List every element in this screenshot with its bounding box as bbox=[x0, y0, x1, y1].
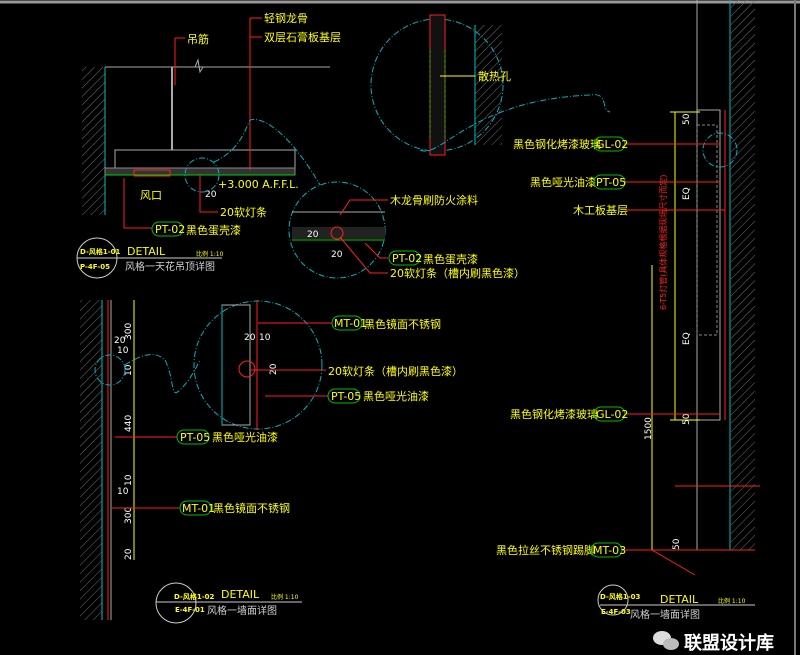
title-detail: DETAIL bbox=[127, 245, 166, 258]
detail-1-zoom-top: 散热孔 bbox=[370, 14, 611, 156]
dim-eq2: EQ bbox=[682, 332, 692, 345]
dim-b: 20 bbox=[331, 250, 343, 260]
zoom-mt01-code: MT-01 bbox=[334, 317, 367, 330]
title-sheet: P-4F-05 bbox=[80, 263, 110, 271]
zoom-light-strip: 20软灯条（槽内刷黑色漆） bbox=[390, 266, 525, 280]
dim-7: 300 bbox=[124, 507, 134, 524]
title-detail: DETAIL bbox=[221, 588, 260, 601]
wood-keel-label: 木龙骨刷防火涂料 bbox=[390, 193, 478, 207]
gypsum-label: 双层石膏板基层 bbox=[264, 30, 341, 44]
dim-eq1: EQ bbox=[682, 187, 692, 200]
dim-1500: 1500 bbox=[644, 417, 654, 440]
wall-hatch bbox=[82, 67, 105, 215]
pt02-text: 黑色蛋壳漆 bbox=[186, 223, 241, 237]
pt05-text: 黑色哑光油漆 bbox=[530, 175, 596, 189]
steel-keel-label: 轻钢龙骨 bbox=[264, 11, 308, 25]
title-scale: 比例 1:10 bbox=[271, 593, 299, 601]
pt05-text: 黑色哑光油漆 bbox=[212, 430, 278, 444]
zoom-dim-10: 10 bbox=[259, 333, 271, 343]
title-sheet: E-4F-03 bbox=[601, 608, 631, 616]
hanger-label: 吊筋 bbox=[187, 32, 209, 46]
dim-8: 20 bbox=[124, 548, 134, 560]
title-code: D-风格1-03 bbox=[600, 592, 640, 601]
title-name: 风格一天花吊顶详图 bbox=[125, 260, 215, 273]
title-sheet: E-4F-01 bbox=[175, 606, 205, 614]
zoom-pt05-code: PT-05 bbox=[331, 390, 361, 403]
pt02-code: PT-02 bbox=[155, 223, 185, 236]
detail-1-ceiling: 吊筋 轻钢龙骨 双层石膏板基层 风口 +3.000 A.F.F.L. 20 20… bbox=[76, 11, 341, 279]
title-code: D-风格1-01 bbox=[80, 247, 120, 256]
elevation-label: +3.000 A.F.F.L. bbox=[218, 178, 299, 191]
dim-6: 10 bbox=[117, 487, 129, 497]
title-code: D-风格1-02 bbox=[174, 592, 214, 601]
board-text: 木工板基层 bbox=[573, 203, 628, 217]
dim-1: 20 bbox=[114, 336, 126, 346]
dim-3: 10 bbox=[124, 364, 134, 376]
title-detail: DETAIL bbox=[660, 593, 699, 606]
mt03-text: 黑色拉丝不锈钢踢脚 bbox=[496, 543, 595, 557]
pt05-code: PT-05 bbox=[180, 431, 210, 444]
dim-a: 20 bbox=[307, 230, 319, 240]
zoom-dim-20: 20 bbox=[244, 333, 256, 343]
lamp-note: 6-T5灯管(具体规格根据现场尺寸而定) bbox=[658, 175, 668, 310]
zoom-pt02-code: PT-02 bbox=[392, 252, 422, 265]
dim-20: 20 bbox=[205, 190, 217, 200]
title-scale: 比例 1:10 bbox=[196, 250, 224, 258]
mt01-text: 黑色镜面不锈钢 bbox=[213, 501, 290, 515]
gl02-bottom-text: 黑色钢化烤漆玻璃 bbox=[510, 407, 598, 421]
zoom-mt01-text: 黑色镜面不锈钢 bbox=[364, 317, 441, 331]
detail-3-wall-elevation: 50 EQ EQ 50 1500 50 6-T5灯管(具体规格根据现场尺寸而定)… bbox=[496, 0, 760, 621]
gl02-top-code: GL-02 bbox=[596, 138, 628, 151]
gl02-top-text: 黑色钢化烤漆玻璃 bbox=[513, 137, 601, 151]
dim-5: 10 bbox=[124, 474, 134, 486]
mt03-code: MT-03 bbox=[593, 544, 626, 557]
dim-top50: 50 bbox=[682, 113, 692, 125]
vent-label: 风口 bbox=[140, 189, 162, 202]
dim-bottom50: 50 bbox=[682, 413, 692, 425]
title-name: 风格一墙面详图 bbox=[630, 608, 700, 621]
title-scale: 比例 1:10 bbox=[718, 597, 746, 605]
dim-0: 300 bbox=[124, 323, 134, 340]
detail-1-zoom-bottom: 木龙骨刷防火涂料 20 20 PT-02 黑色蛋壳漆 20软灯条（槽内刷黑色漆） bbox=[288, 181, 525, 280]
mt01-code: MT-01 bbox=[182, 502, 215, 515]
heat-vent-label: 散热孔 bbox=[478, 69, 511, 83]
zoom-dim-v20: 20 bbox=[269, 363, 279, 375]
title-name: 风格一墙面详图 bbox=[207, 604, 277, 617]
dim-2: 10 bbox=[117, 346, 129, 356]
gl02-bottom-code: GL-02 bbox=[596, 408, 628, 421]
detail-2-wall: 300 20 10 10 440 10 10 300 20 20 10 20 M… bbox=[80, 300, 463, 624]
zoom-pt02-text: 黑色蛋壳漆 bbox=[423, 252, 478, 266]
pt02-tag bbox=[151, 221, 184, 237]
watermark: 联盟设计库 bbox=[653, 631, 774, 654]
pt05-code: PT-05 bbox=[596, 176, 626, 189]
light-strip-label: 20软灯条 bbox=[220, 205, 267, 219]
dim-4: 440 bbox=[124, 415, 134, 432]
dim-base50: 50 bbox=[672, 538, 682, 550]
zoom-pt05-text: 黑色哑光油漆 bbox=[363, 389, 429, 403]
zoom-light-strip: 20软灯条（槽内刷黑色漆） bbox=[328, 364, 463, 378]
watermark-text: 联盟设计库 bbox=[684, 632, 774, 654]
